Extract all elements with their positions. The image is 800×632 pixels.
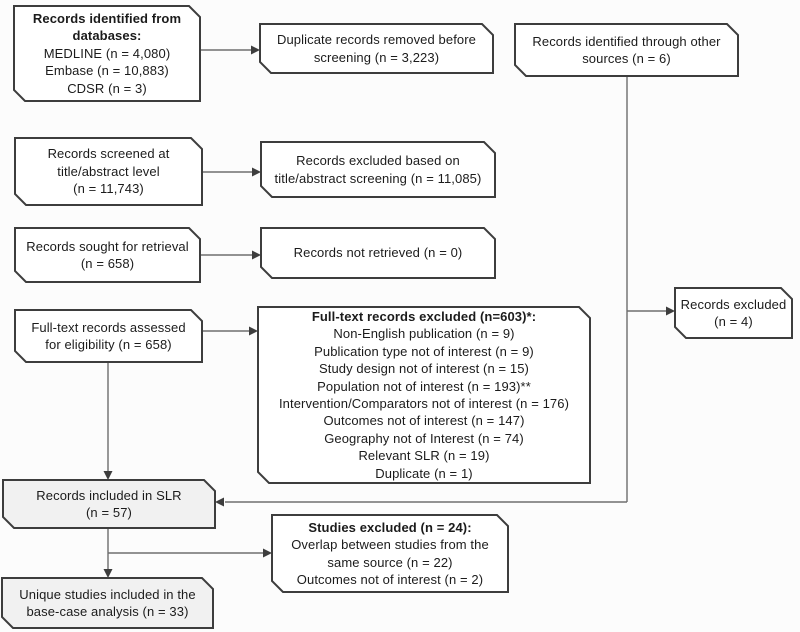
box-shape-fulltext-assessed [14,309,203,363]
box-title-abstract-screened: Records screened at title/abstract level… [15,138,202,205]
box-shape-other-sources [514,23,739,77]
box-fulltext-assessed-body: Full-text records assessed for eligibili… [31,319,186,352]
box-included-slr: Records included in SLR (n = 57) [3,480,215,528]
arrowhead-right-titleabstract-excluded [252,167,261,177]
box-shape-identified-databases [13,5,201,102]
arrow-heads [103,45,675,578]
box-unique-studies-body: Unique studies included in the base-case… [19,586,196,619]
box-title-abstract-screened-body: Records screened at title/abstract level… [47,146,170,197]
box-unique-studies: Unique studies included in the base-case… [2,578,213,628]
box-shape-records-excluded-other [674,287,793,339]
arrowhead-left-includedslr [215,497,224,507]
box-shape-unique-studies [1,577,214,629]
box-fulltext-assessed: Full-text records assessed for eligibili… [15,310,202,362]
arrowhead-down-includedslr [103,471,113,480]
box-records-excluded-other-body: Records excluded (n = 4) [680,296,787,329]
box-fulltext-excluded-title: Full-text records excluded (n=603)*: [311,308,537,324]
box-shape-not-retrieved [260,227,496,279]
box-shape-title-abstract-excluded [260,141,496,198]
box-shape-sought-retrieval [14,227,201,283]
box-sought-retrieval-body: Records sought for retrieval (n = 658) [26,238,189,271]
box-shape-duplicates-removed [259,23,494,74]
box-title-abstract-excluded: Records excluded based on title/abstract… [261,142,495,197]
box-shape-studies-excluded [271,514,509,593]
box-studies-excluded-body: Overlap between studies from the same so… [291,537,489,587]
box-other-sources: Records identified through other sources… [515,24,738,76]
arrowhead-right-duplicates [251,45,260,55]
box-not-retrieved: Records not retrieved (n = 0) [261,228,495,278]
box-other-sources-body: Records identified through other sources… [532,33,721,66]
arrowhead-right-studiesexcluded [263,548,272,558]
box-identified-databases-body: MEDLINE (n = 4,080) Embase (n = 10,883) … [43,45,171,96]
arrowhead-right-fulltext-excluded [249,326,258,336]
arrowhead-right-notretrieved [252,250,261,260]
arrowhead-down-unique [103,569,113,578]
box-fulltext-excluded: Full-text records excluded (n=603)*: Non… [258,307,590,483]
flow-boxes [1,5,793,629]
box-studies-excluded-title: Studies excluded (n = 24): [308,519,472,535]
box-shape-included-slr [2,479,216,529]
connector-lines [107,49,667,570]
box-sought-retrieval: Records sought for retrieval (n = 658) [15,228,200,282]
box-title-abstract-excluded-body: Records excluded based on title/abstract… [274,153,482,186]
arrowhead-right-excluded4 [666,306,675,316]
box-duplicates-removed-body: Duplicate records removed before screeni… [276,32,477,65]
box-shape-fulltext-excluded [257,306,591,484]
box-identified-databases: Records identified from databases: MEDLI… [14,6,200,101]
box-duplicates-removed: Duplicate records removed before screeni… [260,24,493,73]
box-records-excluded-other: Records excluded (n = 4) [675,288,792,338]
box-included-slr-body: Records included in SLR (n = 57) [36,487,182,520]
box-not-retrieved-body: Records not retrieved (n = 0) [293,245,463,261]
box-shape-title-abstract-screened [14,137,203,206]
box-identified-databases-title: Records identified from databases: [32,10,182,44]
box-fulltext-excluded-body: Non-English publication (n = 9) Publicat… [278,326,570,481]
box-studies-excluded: Studies excluded (n = 24): Overlap betwe… [272,515,508,592]
